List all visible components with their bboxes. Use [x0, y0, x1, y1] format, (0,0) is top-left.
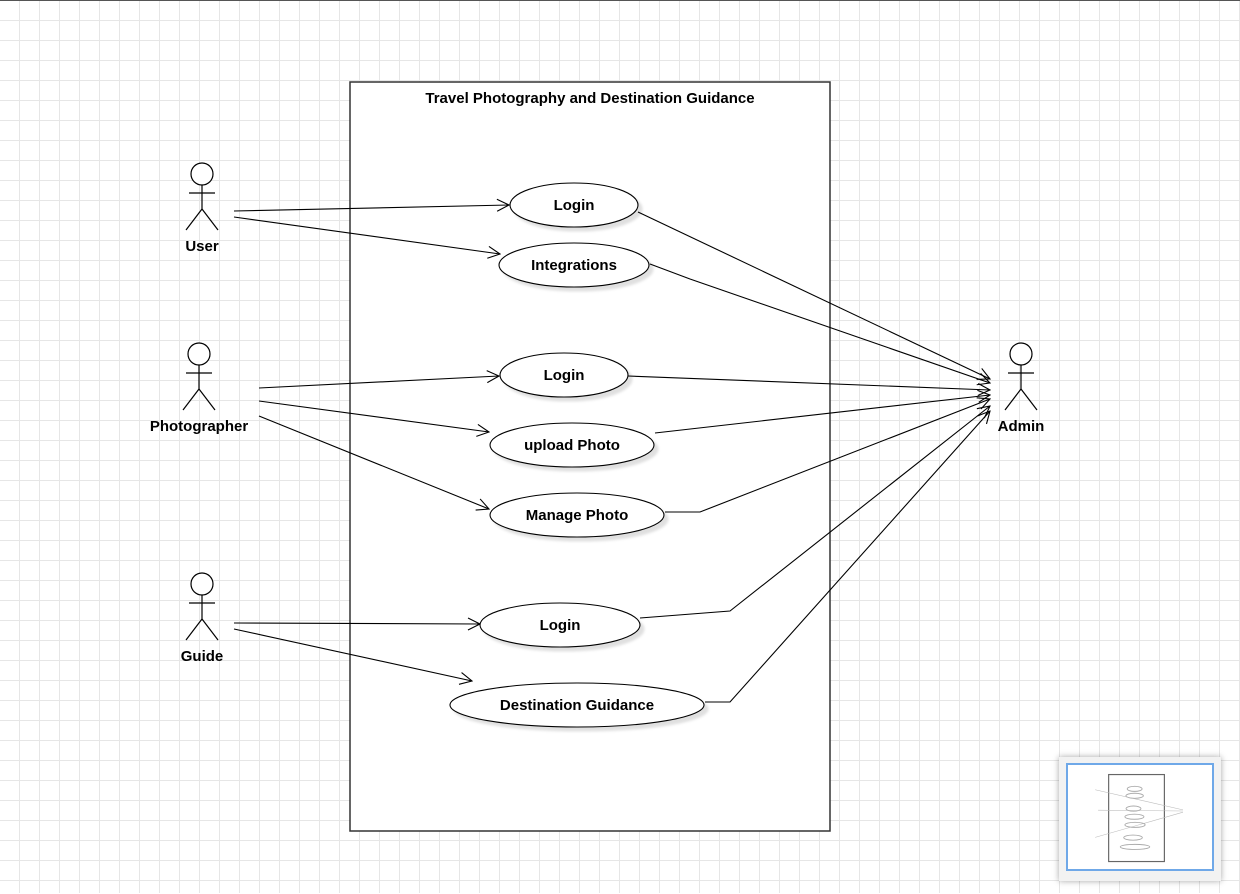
association-uc-upload-photo-to-admin[interactable] — [654, 395, 990, 434]
use-case-ellipse[interactable] — [498, 242, 650, 288]
association-uc-login-2-to-admin[interactable] — [627, 375, 990, 390]
use-case-ellipse[interactable] — [499, 352, 629, 398]
actor-label: Admin — [998, 418, 1045, 435]
use-case-ellipse[interactable] — [479, 602, 641, 648]
use-case-uc-login-3[interactable]: Login — [479, 602, 641, 648]
association-photographer-to-uc-upload-photo[interactable] — [258, 400, 489, 432]
use-case-uc-integrations[interactable]: Integrations — [498, 242, 650, 288]
actor-guide[interactable]: Guide — [181, 572, 224, 665]
association-photographer-to-uc-login-2[interactable] — [258, 376, 499, 389]
stick-figure-icon — [182, 342, 216, 411]
association-uc-login-3-to-admin[interactable] — [639, 406, 990, 619]
actor-label: Photographer — [150, 418, 248, 435]
association-user-to-uc-integrations[interactable] — [233, 216, 500, 254]
association-guide-to-uc-login-3[interactable] — [233, 623, 480, 624]
use-case-uc-destination-guidance[interactable]: Destination Guidance — [449, 682, 705, 728]
association-guide-to-uc-destination-guidance[interactable] — [233, 628, 472, 681]
use-case-label: Manage Photo — [526, 507, 629, 524]
use-case-ellipse[interactable] — [509, 182, 639, 228]
association-photographer-to-uc-manage-photo[interactable] — [258, 415, 489, 509]
actor-photographer[interactable]: Photographer — [150, 342, 248, 435]
stick-figure-icon — [185, 162, 219, 231]
association-uc-login-1-to-admin[interactable] — [637, 211, 990, 379]
use-case-ellipse[interactable] — [489, 422, 655, 468]
use-case-label: Destination Guidance — [500, 697, 654, 714]
use-case-label: Login — [540, 617, 581, 634]
use-case-ellipse[interactable] — [449, 682, 705, 728]
use-case-uc-login-2[interactable]: Login — [499, 352, 629, 398]
use-case-ellipse[interactable] — [489, 492, 665, 538]
use-case-uc-login-1[interactable]: Login — [509, 182, 639, 228]
actor-label: User — [185, 238, 219, 255]
stick-figure-icon — [185, 572, 219, 641]
association-uc-destination-guidance-to-admin[interactable] — [705, 411, 990, 703]
association-uc-manage-photo-to-admin[interactable] — [665, 399, 990, 513]
stick-figure-icon — [1004, 342, 1038, 411]
use-case-uc-upload-photo[interactable]: upload Photo — [489, 422, 655, 468]
association-lines — [233, 205, 990, 703]
use-case-uc-manage-photo[interactable]: Manage Photo — [489, 492, 665, 538]
actor-admin[interactable]: Admin — [998, 342, 1045, 435]
use-case-label: Integrations — [531, 257, 617, 274]
actor-user[interactable]: User — [185, 162, 219, 255]
minimap-preview — [1095, 773, 1184, 863]
use-case-label: Login — [554, 197, 595, 214]
outline-minimap[interactable] — [1059, 757, 1221, 881]
association-uc-integrations-to-admin[interactable] — [649, 263, 990, 383]
use-case-label: upload Photo — [524, 437, 620, 454]
minimap-viewport[interactable] — [1066, 763, 1214, 871]
actor-label: Guide — [181, 648, 224, 665]
use-case-label: Login — [544, 367, 585, 384]
system-title: Travel Photography and Destination Guida… — [425, 90, 754, 107]
association-user-to-uc-login-1[interactable] — [233, 205, 509, 211]
